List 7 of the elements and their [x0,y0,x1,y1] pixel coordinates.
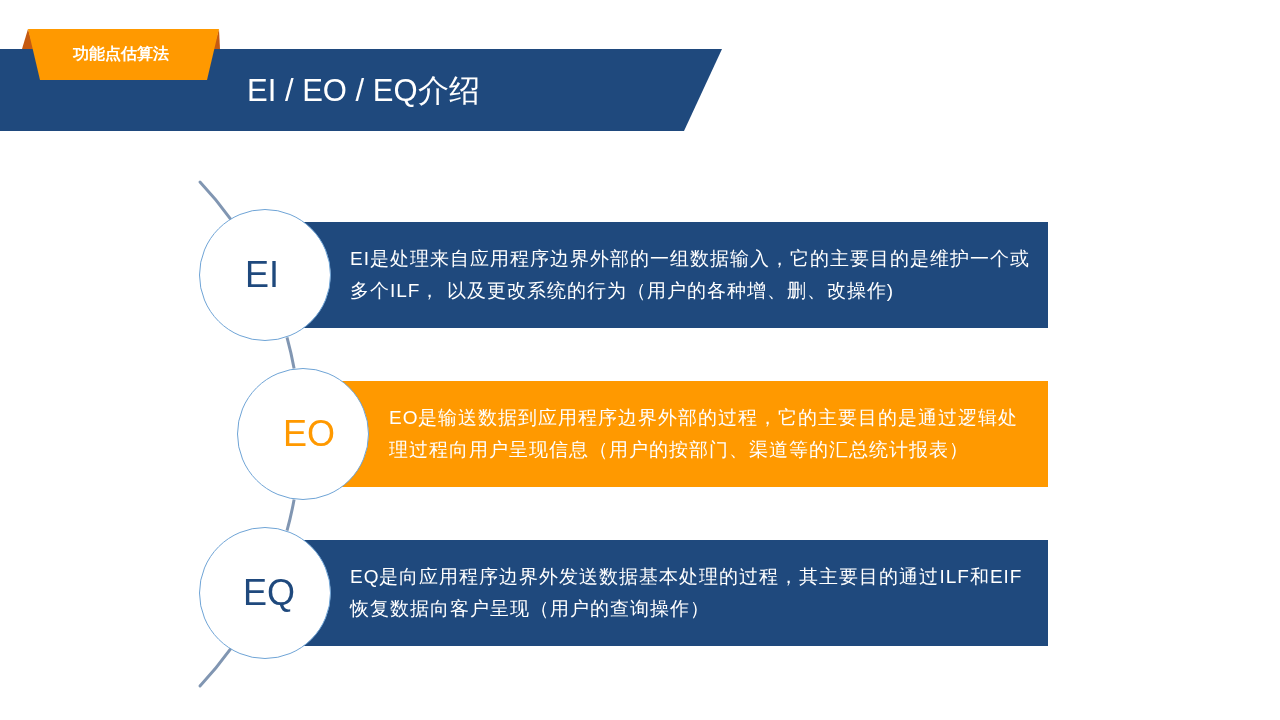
title: EI / EO / EQ介绍 [247,72,480,110]
text-band: EO是输送数据到应用程序边界外部的过程，它的主要目的是通过逻辑处理过程向用户呈现信息（用户的按部门、渠道等的汇总统计报表） [340,381,1048,487]
label-circle: EI [199,209,331,341]
label-circle: EQ [199,527,331,659]
arc-line [285,336,296,369]
label-circle: EO [237,368,369,500]
arc-line [285,499,296,532]
